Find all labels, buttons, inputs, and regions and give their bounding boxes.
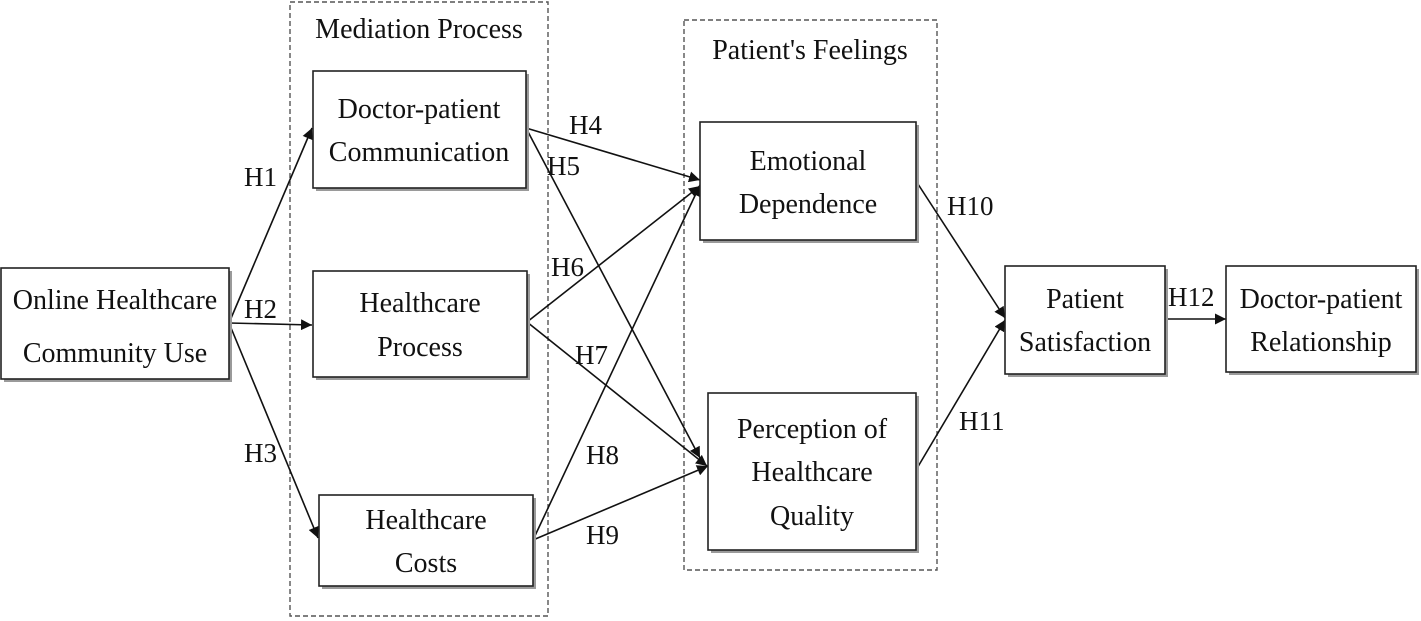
hypothesis-labels: H1 H2 H3 H4 H5 H6 H7 H8 H9 H10 H11 H12 xyxy=(244,110,1215,550)
node-patient-satisfaction: Patient Satisfaction xyxy=(1004,265,1168,377)
node-text: Online Healthcare xyxy=(13,285,217,316)
node-online-healthcare-community-use: Online Healthcare Community Use xyxy=(0,267,232,382)
mediation-process-group xyxy=(289,1,549,617)
label-h12: H12 xyxy=(1168,282,1215,312)
label-h1: H1 xyxy=(244,162,277,192)
node-text: Doctor-patient xyxy=(338,94,501,125)
node-text: Patient xyxy=(1046,284,1124,315)
node-emotional-dependence: Emotional Dependence xyxy=(699,121,919,243)
label-h11: H11 xyxy=(959,406,1005,436)
label-h4: H4 xyxy=(569,110,602,140)
edge-h5 xyxy=(525,127,701,459)
node-text: Costs xyxy=(395,548,457,579)
label-h5: H5 xyxy=(547,151,580,181)
node-text: Community Use xyxy=(23,338,207,369)
node-perception-of-healthcare-quality: Perception of Healthcare Quality xyxy=(707,392,919,553)
patients-feelings-title: Patient's Feelings xyxy=(712,35,908,66)
node-text: Satisfaction xyxy=(1019,327,1151,358)
node-text: Healthcare xyxy=(751,457,872,488)
edges xyxy=(228,127,1226,541)
edge-h11 xyxy=(915,319,1006,471)
patients-feelings-group xyxy=(683,19,938,571)
edge-h9 xyxy=(532,465,709,541)
edge-h2 xyxy=(228,319,313,331)
edge-h3 xyxy=(228,322,319,539)
node-text: Communication xyxy=(329,137,509,168)
label-h10: H10 xyxy=(947,191,994,221)
edge-h7 xyxy=(526,321,708,467)
node-text: Doctor-patient xyxy=(1240,284,1403,315)
node-text: Dependence xyxy=(739,189,877,220)
edge-h4 xyxy=(525,127,701,183)
node-text: Healthcare xyxy=(359,288,480,319)
node-text: Healthcare xyxy=(365,505,486,536)
node-text: Emotional xyxy=(750,146,867,177)
label-h2: H2 xyxy=(244,294,277,324)
edge-h6 xyxy=(526,185,701,323)
node-text: Relationship xyxy=(1250,327,1392,358)
node-text: Process xyxy=(377,332,463,363)
node-healthcare-process: Healthcare Process xyxy=(312,270,530,380)
label-h9: H9 xyxy=(586,520,619,550)
node-healthcare-costs: Healthcare Costs xyxy=(318,494,536,589)
node-text: Quality xyxy=(770,501,854,532)
node-text: Perception of xyxy=(737,414,888,445)
label-h7: H7 xyxy=(575,340,608,370)
node-doctor-patient-communication: Doctor-patient Communication xyxy=(312,70,529,191)
label-h3: H3 xyxy=(244,438,277,468)
edge-h10 xyxy=(915,180,1006,319)
label-h6: H6 xyxy=(551,252,584,282)
node-doctor-patient-relationship: Doctor-patient Relationship xyxy=(1225,265,1419,375)
edge-h1 xyxy=(228,127,313,324)
edge-h8 xyxy=(532,184,701,541)
label-h8: H8 xyxy=(586,440,619,470)
mediation-process-title: Mediation Process xyxy=(315,14,523,45)
